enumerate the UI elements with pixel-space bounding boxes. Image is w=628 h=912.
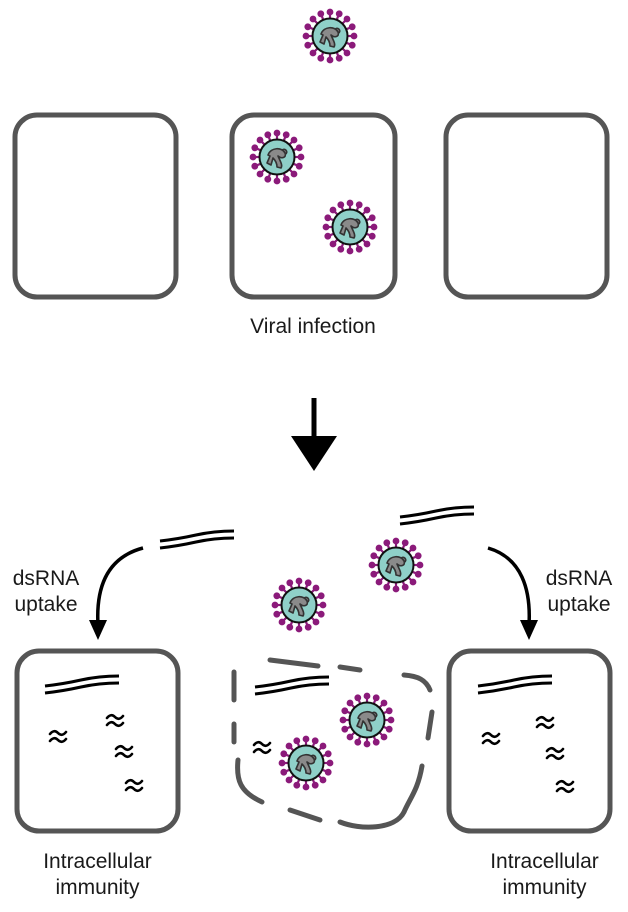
uptake-arrow-left-head	[89, 620, 107, 640]
rna-fragment-icon	[555, 779, 575, 794]
dsrna-icon	[398, 505, 476, 526]
rna-fragment-icon	[48, 729, 68, 744]
dsrna-uptake-label-left: dsRNA uptake	[12, 567, 80, 616]
virus-icon	[368, 537, 424, 593]
viral-infection-label: Viral infection	[250, 315, 376, 338]
rna-fragment-icon	[124, 778, 144, 793]
cell-bottom-middle-ruptured	[231, 657, 435, 830]
dsrna-icon	[476, 674, 554, 695]
virus-icon	[322, 199, 378, 255]
rna-fragment-icon	[535, 715, 555, 730]
virus-icon	[249, 129, 305, 185]
virus-icon	[278, 735, 334, 791]
rna-fragment-icon	[545, 746, 565, 761]
virus-icon	[302, 8, 358, 64]
rna-fragment-icon	[252, 740, 272, 755]
virus-icon	[271, 577, 327, 633]
cell-top-right	[443, 112, 610, 300]
dsrna-icon	[158, 529, 236, 550]
progression-arrow-head	[291, 436, 337, 471]
dsrna-uptake-label-right: dsRNA uptake	[545, 567, 613, 616]
cell-bottom-right	[446, 648, 613, 834]
cell-top-middle	[229, 112, 398, 300]
virus-icon	[339, 692, 395, 748]
rna-fragment-icon	[114, 744, 134, 759]
intracellular-immunity-label-right: Intracellular immunity	[490, 850, 599, 899]
rna-fragment-icon	[481, 731, 501, 746]
cell-bottom-left	[14, 648, 181, 834]
uptake-arrow-right-head	[520, 620, 538, 640]
dsrna-icon	[253, 675, 331, 696]
dsrna-icon	[43, 674, 121, 695]
uptake-arrow-right	[487, 546, 532, 626]
rna-fragment-icon	[105, 713, 125, 728]
uptake-arrow-left	[95, 546, 144, 626]
cell-top-left	[12, 112, 179, 300]
intracellular-immunity-label-left: Intracellular immunity	[43, 850, 152, 899]
